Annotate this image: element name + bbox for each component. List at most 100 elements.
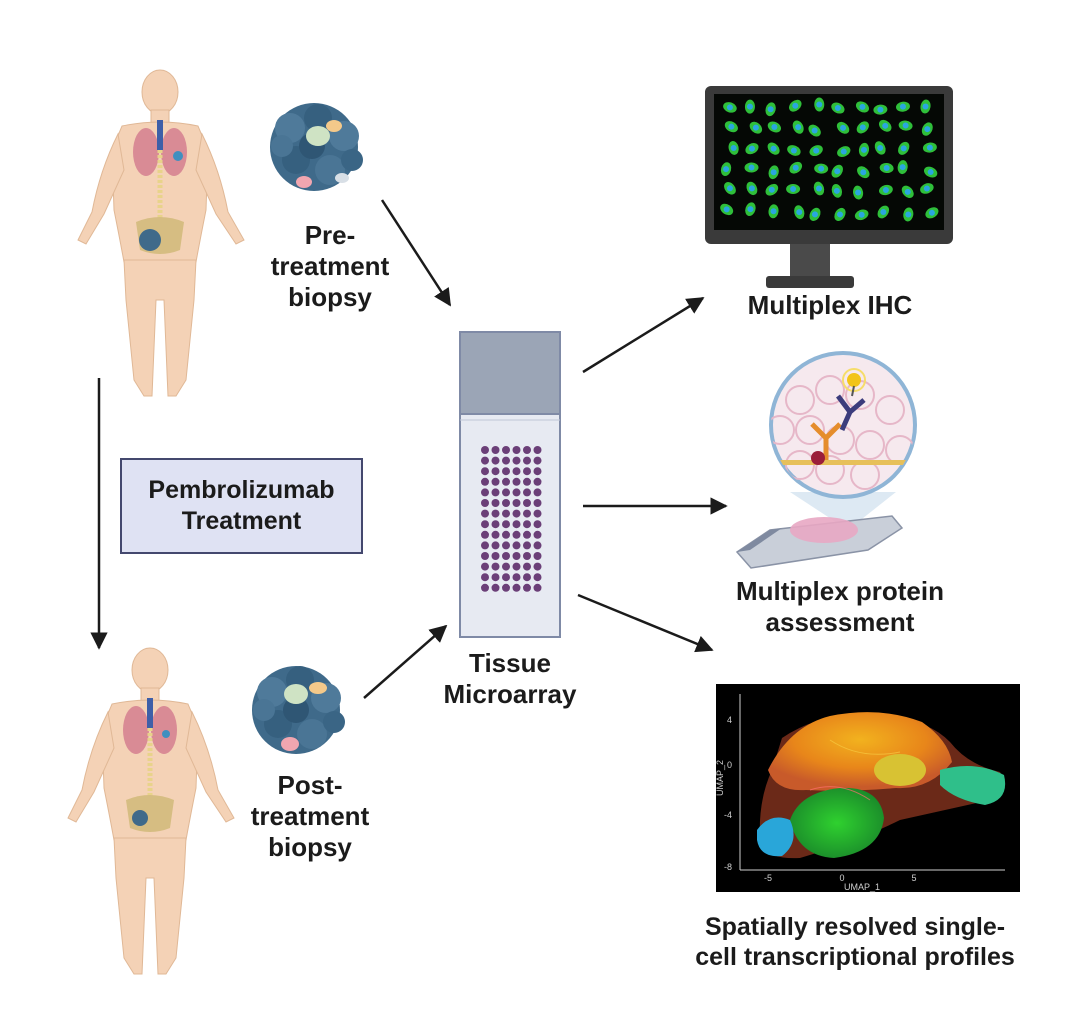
label-line: treatment [270, 251, 390, 282]
tma-core [533, 499, 542, 507]
tma-core [481, 467, 489, 476]
tma-core [512, 573, 521, 582]
multiplex-protein-assay-illustration [735, 351, 917, 569]
fluorescent-cell [856, 121, 869, 134]
tma-core [481, 456, 489, 465]
post-treatment-biopsy-label: Post- treatment biopsy [230, 770, 390, 864]
tma-core [481, 583, 489, 592]
umap-xlabel: UMAP_1 [844, 882, 880, 892]
label-line: treatment [250, 801, 370, 832]
fluorescent-cell [789, 99, 802, 112]
tma-core [523, 467, 531, 476]
tma-core [502, 541, 510, 550]
umap-ytick-minus4: -4 [724, 810, 732, 820]
tma-core [481, 520, 489, 529]
tma-core [481, 562, 489, 571]
tma-core [533, 446, 542, 454]
label-line: Post- [277, 770, 343, 800]
fluorescent-cell [786, 183, 801, 194]
fluorescent-cell [897, 160, 908, 175]
tissue-microarray-label: Tissue Microarray [415, 648, 605, 710]
fluorescent-cell [853, 185, 864, 200]
umap-ytick-4: 4 [727, 715, 732, 725]
fluorescent-cell [768, 204, 779, 219]
tma-core [533, 583, 542, 592]
tma-core [523, 499, 531, 507]
tma-core [523, 509, 531, 518]
post-treatment-biopsy-illustration [252, 666, 345, 754]
arrow-tma-to-spatial [577, 593, 714, 653]
tma-core [481, 446, 489, 454]
fluorescent-cell [858, 142, 870, 157]
tma-core [523, 573, 531, 582]
fluorescent-cell [898, 120, 913, 131]
tma-core [523, 583, 531, 592]
umap-ytick-0: 0 [727, 760, 732, 770]
tma-core [512, 499, 521, 507]
fluorescent-cell [744, 99, 755, 114]
label-line: Multiplex IHC [747, 290, 913, 320]
tma-core [481, 477, 489, 486]
label-line: biopsy [268, 832, 352, 863]
tma-core [523, 562, 531, 571]
tma-core [502, 509, 510, 518]
tma-core [491, 541, 500, 550]
fluorescent-cell [768, 165, 779, 180]
fluorescent-cell [794, 205, 805, 220]
tma-core [491, 477, 500, 486]
tma-core [491, 573, 500, 582]
fluorescent-cell [895, 101, 910, 112]
tma-core [502, 573, 510, 582]
fluorescent-cell [837, 146, 851, 158]
tissue-microarray-slide [459, 331, 561, 638]
tma-core [502, 499, 510, 507]
tma-core [502, 583, 510, 592]
tma-core [502, 562, 510, 571]
tma-core [512, 583, 521, 592]
fluorescent-cell [857, 166, 870, 179]
label-line: Pre- [304, 220, 356, 250]
fluorescent-cell [898, 141, 910, 155]
fluorescent-cell [765, 102, 776, 117]
label-line: Multiplex protein [736, 576, 944, 606]
tma-core [491, 446, 500, 454]
tma-core [491, 456, 500, 465]
tma-core [523, 488, 531, 497]
pre-treatment-biopsy-label: Pre- treatment biopsy [250, 220, 410, 314]
tma-core [512, 509, 521, 518]
tma-core [512, 477, 521, 486]
umap-xtick-0: 0 [839, 873, 844, 883]
fluorescent-cell [789, 161, 803, 174]
fluorescent-cell [878, 184, 893, 196]
fluorescent-cell [728, 141, 739, 155]
fluorescent-cell [901, 185, 914, 199]
tma-core [502, 446, 510, 454]
tma-core [533, 520, 542, 529]
tma-core [481, 530, 489, 539]
tma-core [481, 499, 489, 507]
fluorescent-cell [877, 205, 890, 219]
tma-core [481, 552, 489, 560]
tma-core [523, 520, 531, 529]
fluorescent-cell [720, 162, 732, 177]
label-line: Tissue [469, 648, 551, 678]
tma-core [502, 456, 510, 465]
tma-core [523, 530, 531, 539]
umap-xtick-minus5: -5 [764, 873, 772, 883]
fluorescent-cell [765, 183, 779, 196]
spatial-transcriptional-label: Spatially resolved single- cell transcri… [650, 912, 1060, 972]
tma-core [512, 541, 521, 550]
arrow-post-to-tma [363, 624, 448, 699]
tma-core [491, 562, 500, 571]
treatment-line: Pembrolizumab [148, 475, 335, 504]
fluorescent-cell [873, 104, 888, 115]
multiplex-protein-label: Multiplex protein assessment [700, 576, 980, 638]
fluorescent-cell [879, 162, 894, 174]
umap-ytick-minus8: -8 [724, 862, 732, 872]
tma-core [533, 541, 542, 550]
fluorescent-cell [920, 183, 934, 194]
fluorescent-cell [814, 97, 825, 112]
fluorescent-cell [878, 119, 892, 132]
label-line: biopsy [288, 282, 372, 313]
